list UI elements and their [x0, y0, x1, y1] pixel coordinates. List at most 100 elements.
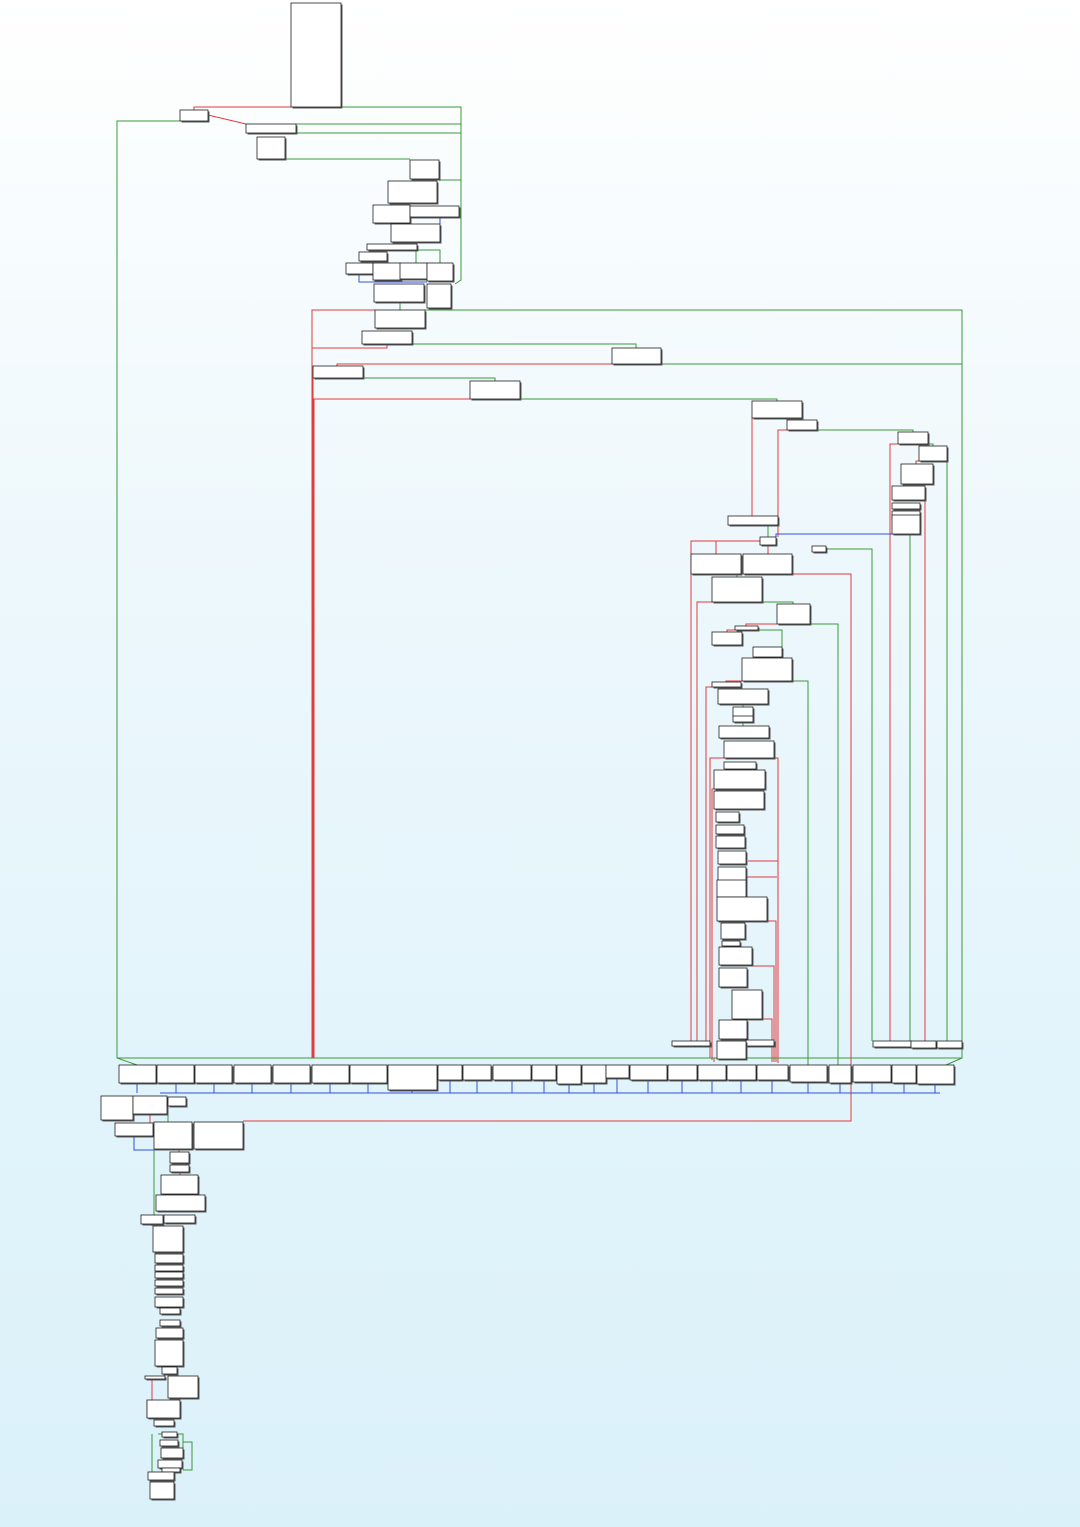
node-box[interactable]	[717, 688, 769, 705]
node-box[interactable]	[897, 431, 929, 445]
basic-block-node[interactable]	[154, 1271, 185, 1280]
basic-block-node[interactable]	[349, 1064, 389, 1085]
node-box[interactable]	[741, 657, 793, 682]
basic-block-node[interactable]	[358, 251, 389, 263]
node-box[interactable]	[723, 740, 775, 759]
basic-block-node[interactable]	[697, 1064, 728, 1082]
node-box[interactable]	[153, 1121, 193, 1150]
basic-block-node[interactable]	[153, 1121, 194, 1151]
basic-block-node[interactable]	[731, 989, 764, 1021]
basic-block-node[interactable]	[462, 1064, 493, 1082]
basic-block-node[interactable]	[716, 896, 769, 923]
basic-block-node[interactable]	[163, 1214, 197, 1225]
node-box[interactable]	[711, 681, 742, 688]
node-box[interactable]	[916, 1064, 955, 1085]
node-box[interactable]	[161, 1366, 178, 1375]
node-box[interactable]	[711, 631, 743, 646]
node-box[interactable]	[727, 515, 779, 526]
node-box[interactable]	[144, 1375, 166, 1380]
node-box[interactable]	[372, 262, 402, 281]
basic-block-node[interactable]	[160, 1174, 200, 1196]
node-box[interactable]	[409, 159, 440, 180]
node-box[interactable]	[272, 1064, 311, 1084]
node-box[interactable]	[469, 380, 521, 400]
node-box[interactable]	[160, 1447, 184, 1459]
node-box[interactable]	[611, 347, 662, 365]
basic-block-node[interactable]	[872, 1040, 913, 1049]
node-box[interactable]	[169, 1151, 190, 1164]
node-box[interactable]	[721, 940, 741, 947]
basic-block-node[interactable]	[713, 769, 767, 791]
basic-block-node[interactable]	[723, 740, 776, 760]
basic-block-node[interactable]	[811, 545, 828, 554]
basic-block-node[interactable]	[786, 419, 819, 432]
basic-block-node[interactable]	[828, 1064, 853, 1085]
basic-block-node[interactable]	[726, 1064, 758, 1082]
basic-block-node[interactable]	[581, 1064, 608, 1085]
basic-block-node[interactable]	[153, 1419, 176, 1428]
basic-block-node[interactable]	[605, 1064, 631, 1080]
basic-block-node[interactable]	[132, 1095, 169, 1116]
basic-block-node[interactable]	[891, 502, 922, 511]
basic-block-node[interactable]	[361, 330, 414, 346]
node-box[interactable]	[194, 1064, 233, 1084]
basic-block-node[interactable]	[732, 715, 755, 724]
node-box[interactable]	[734, 625, 759, 631]
basic-block-node[interactable]	[114, 1122, 155, 1138]
node-box[interactable]	[629, 1064, 668, 1081]
node-box[interactable]	[717, 866, 747, 882]
basic-block-node[interactable]	[720, 922, 747, 941]
node-box[interactable]	[147, 1471, 175, 1481]
basic-block-node[interactable]	[290, 2, 343, 109]
basic-block-node[interactable]	[718, 1019, 749, 1041]
node-box[interactable]	[159, 1319, 181, 1327]
basic-block-node[interactable]	[245, 123, 298, 135]
basic-block-node[interactable]	[160, 1447, 185, 1460]
node-box[interactable]	[786, 419, 818, 431]
node-box[interactable]	[366, 243, 418, 251]
basic-block-node[interactable]	[159, 1439, 180, 1448]
node-box[interactable]	[756, 1064, 789, 1081]
node-box[interactable]	[752, 646, 783, 658]
basic-block-node[interactable]	[727, 515, 780, 527]
node-box[interactable]	[169, 1164, 190, 1173]
node-box[interactable]	[716, 1040, 747, 1060]
basic-block-node[interactable]	[531, 1064, 558, 1082]
node-box[interactable]	[157, 1459, 183, 1469]
node-box[interactable]	[152, 1225, 184, 1253]
node-box[interactable]	[349, 1064, 388, 1084]
node-box[interactable]	[193, 1121, 244, 1150]
node-box[interactable]	[154, 1264, 184, 1272]
basic-block-node[interactable]	[272, 1064, 312, 1085]
node-box[interactable]	[387, 180, 438, 204]
node-box[interactable]	[155, 1327, 184, 1339]
basic-block-node[interactable]	[671, 1040, 712, 1048]
node-box[interactable]	[732, 715, 754, 723]
node-box[interactable]	[290, 2, 342, 108]
basic-block-node[interactable]	[711, 681, 743, 689]
basic-block-node[interactable]	[910, 1040, 938, 1050]
node-box[interactable]	[154, 1287, 184, 1295]
basic-block-node[interactable]	[776, 603, 812, 626]
node-box[interactable]	[161, 1467, 181, 1473]
basic-block-node[interactable]	[159, 1307, 182, 1316]
basic-block-node[interactable]	[152, 1225, 185, 1254]
basic-block-node[interactable]	[426, 262, 455, 283]
basic-block-node[interactable]	[161, 1431, 179, 1439]
basic-block-node[interactable]	[159, 1319, 182, 1328]
basic-block-node[interactable]	[716, 1040, 748, 1061]
node-box[interactable]	[179, 109, 209, 122]
basic-block-node[interactable]	[154, 1296, 185, 1309]
basic-block-node[interactable]	[897, 431, 930, 446]
basic-block-node[interactable]	[717, 850, 748, 866]
node-box[interactable]	[492, 1064, 532, 1081]
basic-block-node[interactable]	[409, 205, 461, 219]
node-box[interactable]	[723, 761, 757, 770]
basic-block-node[interactable]	[154, 1279, 185, 1288]
node-box[interactable]	[891, 485, 926, 501]
basic-block-node[interactable]	[742, 553, 794, 576]
node-box[interactable]	[140, 1214, 164, 1225]
basic-block-node[interactable]	[169, 1164, 191, 1174]
node-box[interactable]	[167, 1096, 187, 1107]
